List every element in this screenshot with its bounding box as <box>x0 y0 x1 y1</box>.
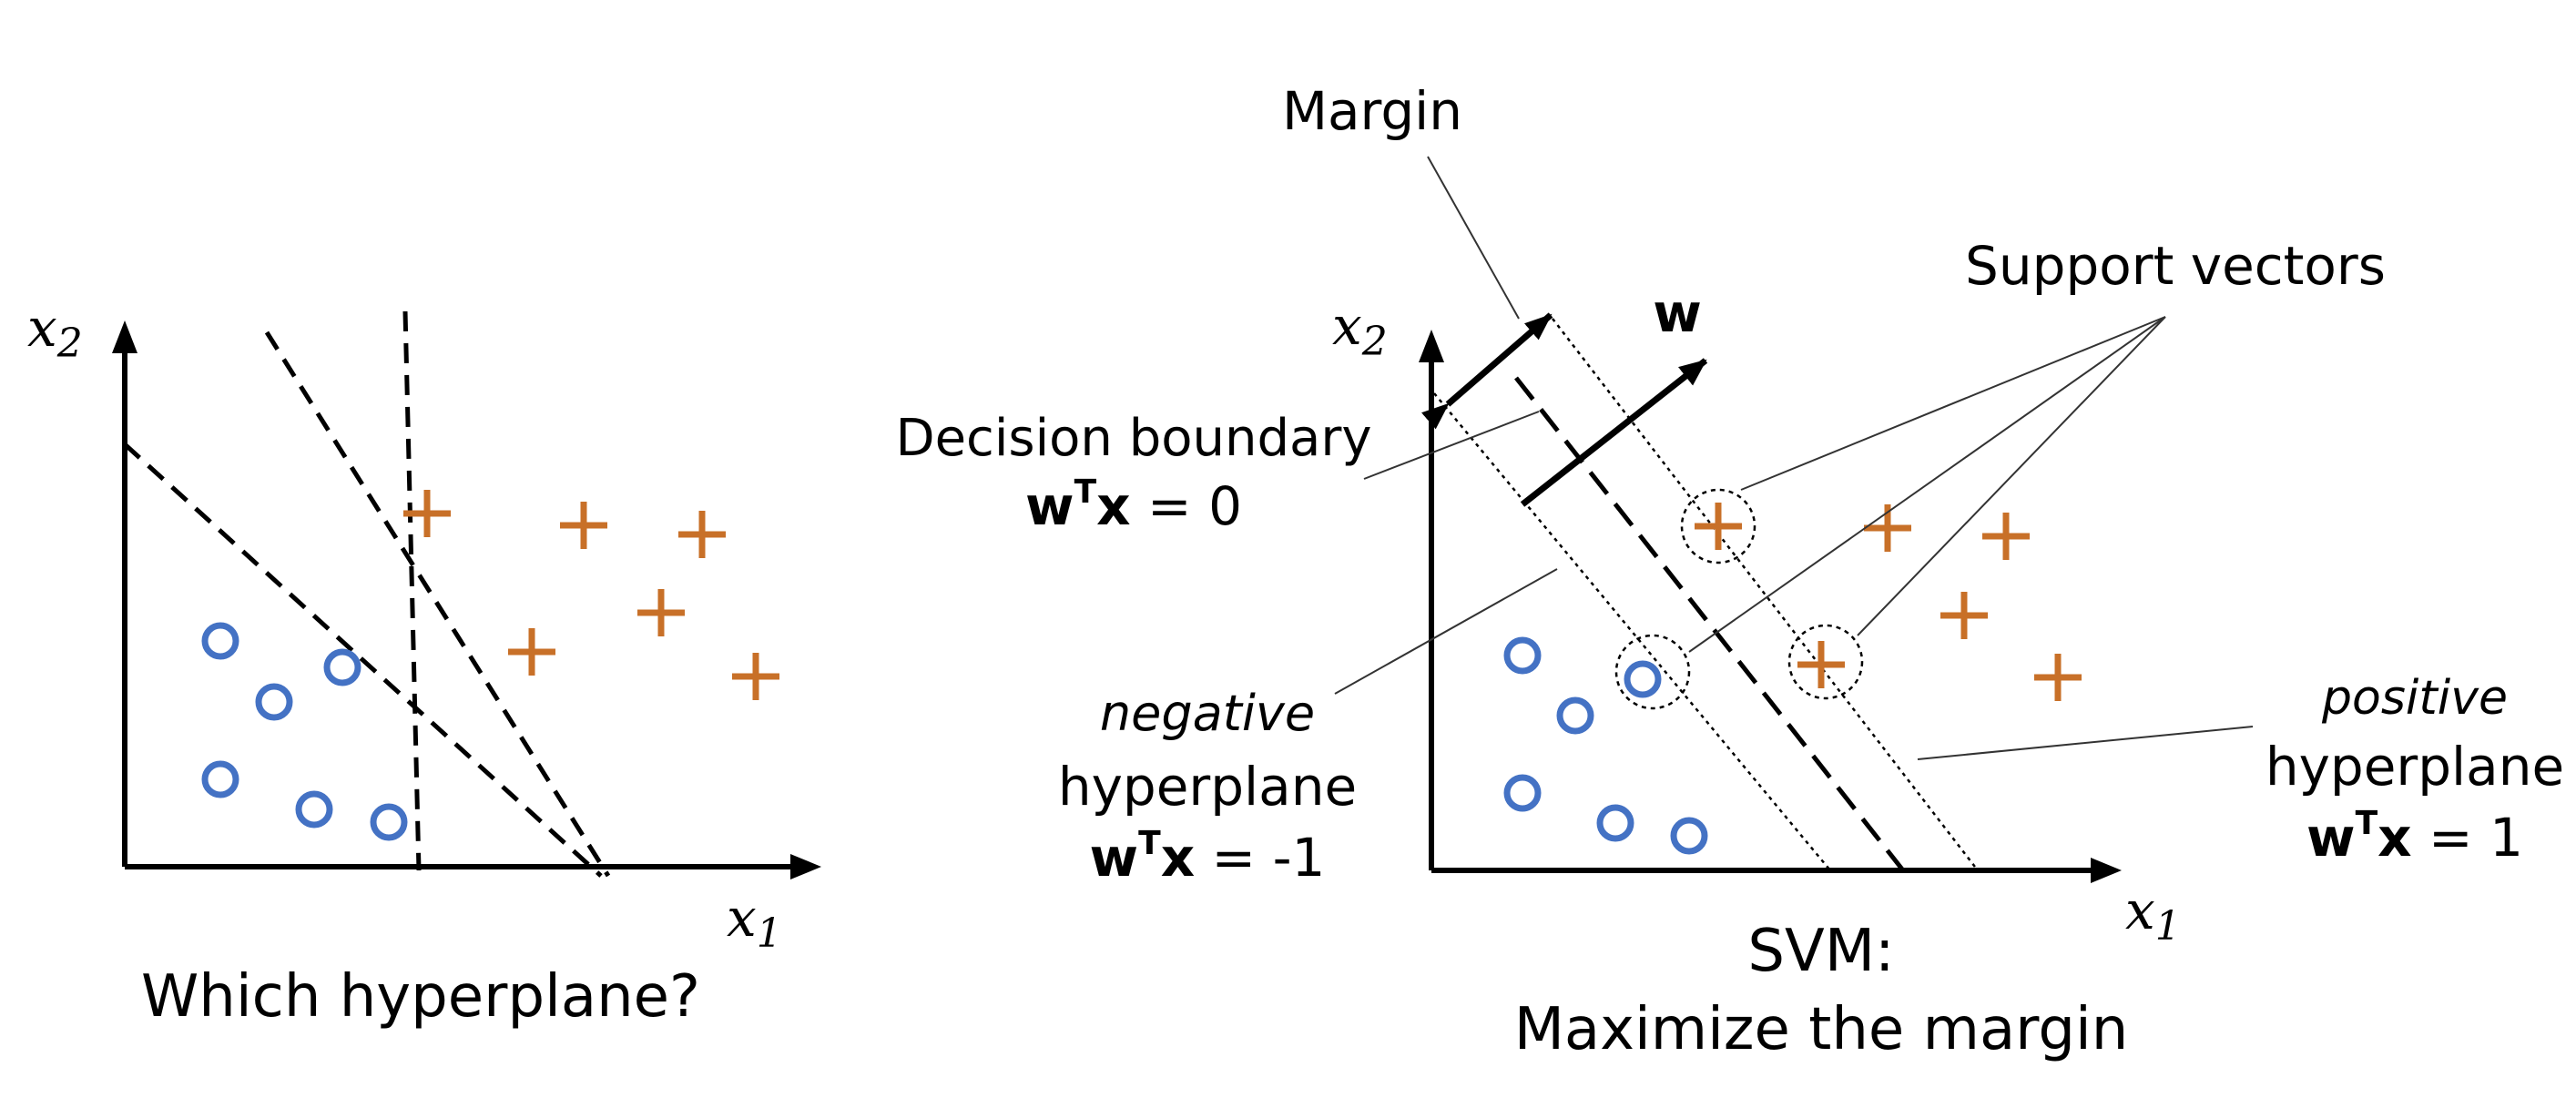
circle-icon <box>1624 660 1662 698</box>
margin-arrow <box>1420 312 1553 430</box>
plus-icon <box>678 511 726 558</box>
left-hyperplane-b <box>264 330 611 878</box>
circle-icon <box>1503 774 1542 812</box>
circle-icon <box>295 790 333 829</box>
right-x2-label: x2 <box>1332 295 1388 365</box>
positive-equation: wTx = 1 <box>2306 805 2523 869</box>
right-caption-line2: Maximize the margin <box>1514 996 2129 1063</box>
left-positive-points <box>403 490 779 700</box>
w-label: w <box>1653 282 1702 344</box>
negative-leader <box>1334 568 1558 695</box>
left-x2-label: x2 <box>27 297 83 367</box>
plus-icon <box>732 653 779 700</box>
right-x-axis-arrow-icon <box>2091 858 2122 883</box>
right-panel: x2 x1 Margin w Support vectors Decision … <box>895 80 2564 1063</box>
support-leader-1 <box>1740 316 2166 491</box>
support-vector-ring-icon <box>1680 488 1756 564</box>
support-vector-ring-icon <box>1614 634 1691 710</box>
plus-icon <box>1982 513 2030 560</box>
plus-icon <box>508 628 555 676</box>
positive-hyperplane <box>1552 318 1979 871</box>
plus-icon <box>1940 592 1988 639</box>
plus-icon <box>1695 503 1742 550</box>
decision-leader <box>1363 411 1540 480</box>
right-y-axis-arrow-icon <box>1419 330 1444 362</box>
right-negative-points <box>1503 636 1708 855</box>
plus-icon <box>1797 641 1845 688</box>
support-vectors-label: Support vectors <box>1965 235 2386 297</box>
left-negative-points <box>201 622 408 841</box>
support-leader-3 <box>1857 316 2166 636</box>
circle-icon <box>1503 636 1542 675</box>
margin-label: Margin <box>1282 80 1462 142</box>
circle-icon <box>323 648 361 686</box>
positive-label: positive <box>2321 671 2508 726</box>
right-caption-line1: SVM: <box>1747 918 1894 985</box>
leader-lines <box>1334 156 2254 760</box>
circle-icon <box>1556 696 1594 735</box>
right-positive-points <box>1695 503 2082 701</box>
plus-icon <box>2034 654 2082 701</box>
decision-equation: wTx = 0 <box>1025 473 1242 537</box>
plus-icon <box>560 502 607 549</box>
circle-icon <box>201 622 239 660</box>
left-hyperplane-c <box>402 310 422 871</box>
decision-boundary-label: Decision boundary <box>895 409 1371 468</box>
left-x-axis-arrow-icon <box>790 854 821 879</box>
circle-icon <box>370 803 408 841</box>
positive-hyperplane-label: hyperplane <box>2265 736 2564 798</box>
margin-leader <box>1427 156 1520 320</box>
circle-icon <box>1670 817 1708 855</box>
negative-label: negative <box>1100 685 1315 742</box>
decision-boundary <box>1514 376 1905 872</box>
support-vector-rings <box>1614 488 1864 710</box>
right-x1-label: x1 <box>2125 879 2181 950</box>
plus-icon <box>637 589 685 636</box>
plus-icon <box>403 490 451 537</box>
left-y-axis-arrow-icon <box>112 320 137 353</box>
negative-hyperplane <box>1433 392 1831 871</box>
circle-icon <box>201 760 239 798</box>
left-x1-label: x1 <box>727 887 782 957</box>
support-vector-ring-icon <box>1787 624 1864 700</box>
circle-icon <box>255 683 293 721</box>
w-vector-arrow <box>1520 358 1708 507</box>
support-leader-2 <box>1688 316 2166 653</box>
positive-leader <box>1917 726 2254 760</box>
left-hyperplane-a <box>123 442 603 878</box>
negative-hyperplane-label: hyperplane <box>1058 756 1357 818</box>
negative-equation: wTx = -1 <box>1090 825 1326 889</box>
circle-icon <box>1596 804 1634 842</box>
left-panel: x2 x1 Which hyperplane? <box>27 297 821 1031</box>
left-caption: Which hyperplane? <box>141 963 700 1031</box>
